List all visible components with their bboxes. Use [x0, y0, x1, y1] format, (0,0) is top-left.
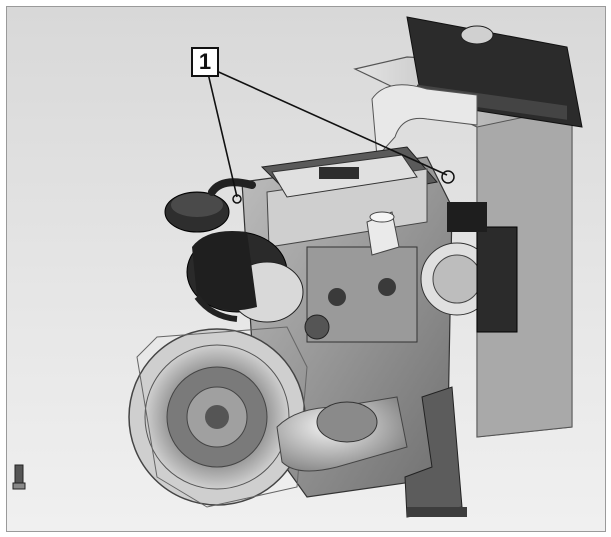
radiator [353, 16, 583, 438]
valve-cover [271, 154, 418, 256]
engine-illustration [12, 16, 583, 518]
callout-leaders [206, 68, 455, 204]
engine-mount [404, 386, 467, 518]
illustration-frame: 1 [6, 6, 606, 532]
flywheel-housing [128, 326, 308, 508]
pre-cleaner [164, 191, 230, 233]
alternator [420, 202, 518, 333]
callout-label: 1 [191, 47, 219, 77]
small-fitting [12, 464, 26, 490]
hoses [194, 178, 256, 322]
starter-motor [276, 396, 408, 472]
air-filter [186, 231, 304, 323]
